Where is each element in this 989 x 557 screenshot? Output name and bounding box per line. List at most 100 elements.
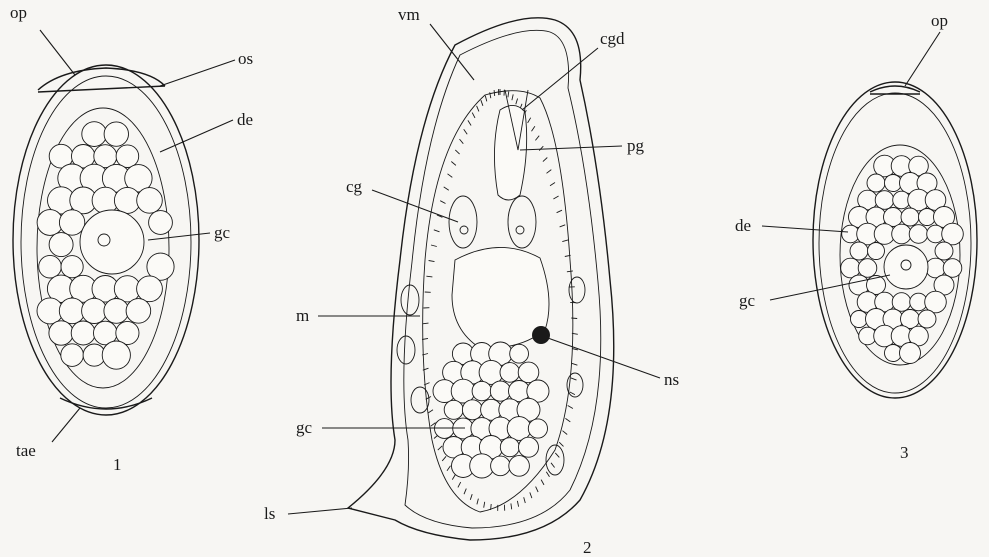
egg-3-operculum: [870, 86, 920, 92]
cilium: [536, 487, 539, 492]
figure-number-2: 2: [583, 538, 592, 557]
cilium: [565, 418, 570, 422]
leader-2-cgd: [522, 48, 598, 110]
egg-1-germ-cell: [80, 210, 144, 274]
cilium: [448, 174, 453, 178]
cilium: [535, 136, 539, 141]
label-1-os: os: [238, 49, 253, 68]
cilium: [553, 196, 558, 199]
cilium: [447, 466, 451, 471]
leader-2-pg: [520, 146, 622, 150]
cilium: [472, 113, 475, 118]
cilium: [442, 456, 446, 461]
cilium: [559, 442, 563, 446]
leader-2-ls: [288, 508, 352, 514]
cilium: [455, 150, 459, 154]
cell: [491, 456, 511, 476]
egg-figure-1: op os de gc tae 1: [10, 3, 253, 474]
cilium: [481, 100, 483, 106]
cilium: [428, 410, 433, 413]
label-1-gc: gc: [214, 223, 231, 242]
leader-2-vm: [430, 24, 474, 80]
cell: [943, 259, 962, 278]
leader-3-op: [905, 32, 940, 86]
cilium: [431, 245, 437, 247]
label-2-gc: gc: [296, 418, 313, 437]
cell: [867, 174, 885, 192]
cell: [490, 381, 510, 401]
cilium: [429, 261, 435, 262]
cell: [82, 298, 107, 323]
shell-vesicle-1: [401, 285, 419, 315]
figure-number-3: 3: [900, 443, 909, 462]
egg-2-germ-cells: [433, 342, 549, 478]
label-2-ls: ls: [264, 504, 275, 523]
cilium: [438, 446, 442, 450]
cilium: [460, 139, 464, 144]
cell: [472, 381, 491, 400]
label-1-tae: tae: [16, 441, 36, 460]
cilium: [491, 504, 492, 510]
cell: [858, 259, 877, 278]
cell: [518, 362, 539, 383]
cilium: [516, 99, 518, 105]
leader-1-op: [40, 30, 75, 75]
cilium: [468, 120, 471, 125]
cell: [149, 211, 173, 235]
cell: [104, 299, 129, 324]
label-3-op: op: [931, 11, 948, 30]
cilium: [571, 378, 577, 380]
cilium: [444, 187, 449, 190]
cell: [885, 175, 902, 192]
cilium: [464, 129, 468, 134]
cilium: [477, 499, 479, 505]
cilium: [477, 106, 479, 112]
egg-figure-2: vm cgd pg cg m ns gc ls 2: [264, 5, 679, 557]
cilium: [485, 96, 487, 102]
leader-1-os: [160, 60, 235, 86]
cell: [942, 223, 964, 245]
egg-3-germ-cell: [884, 245, 928, 289]
label-2-ns: ns: [664, 370, 679, 389]
cilium: [458, 482, 461, 487]
cell: [519, 437, 539, 457]
label-1-de: de: [237, 110, 253, 129]
cell: [875, 191, 894, 210]
cephalic-gland-left: [449, 196, 477, 248]
label-1-op: op: [10, 3, 27, 22]
cell: [935, 242, 953, 260]
cilium: [567, 271, 573, 272]
label-2-m: m: [296, 306, 309, 325]
cell: [137, 276, 163, 302]
label-2-vm: vm: [398, 5, 420, 24]
cell: [82, 122, 107, 147]
cell: [102, 341, 130, 369]
cell: [528, 419, 547, 438]
cell: [137, 188, 163, 214]
cell: [885, 345, 902, 362]
cilium: [512, 94, 513, 100]
cilium: [484, 502, 485, 508]
cell: [850, 242, 868, 260]
label-3-gc: gc: [739, 291, 756, 310]
cilium: [423, 323, 429, 324]
cell: [925, 291, 947, 313]
cilium: [511, 503, 512, 509]
cilium: [451, 162, 456, 166]
cilium: [532, 126, 535, 131]
cell: [510, 344, 529, 363]
cell: [116, 145, 139, 168]
leader-1-tae: [52, 408, 80, 442]
label-2-pg: pg: [627, 136, 645, 155]
cell: [509, 456, 530, 477]
cell: [919, 209, 936, 226]
egg-1-abopercular-thickening: [60, 398, 152, 409]
cell: [126, 299, 151, 324]
cilium: [434, 230, 440, 232]
leader-2-ns: [545, 337, 660, 378]
cell: [868, 243, 885, 260]
cilium: [464, 489, 466, 495]
shell-vesicle-2: [397, 336, 415, 364]
cell: [892, 224, 912, 244]
